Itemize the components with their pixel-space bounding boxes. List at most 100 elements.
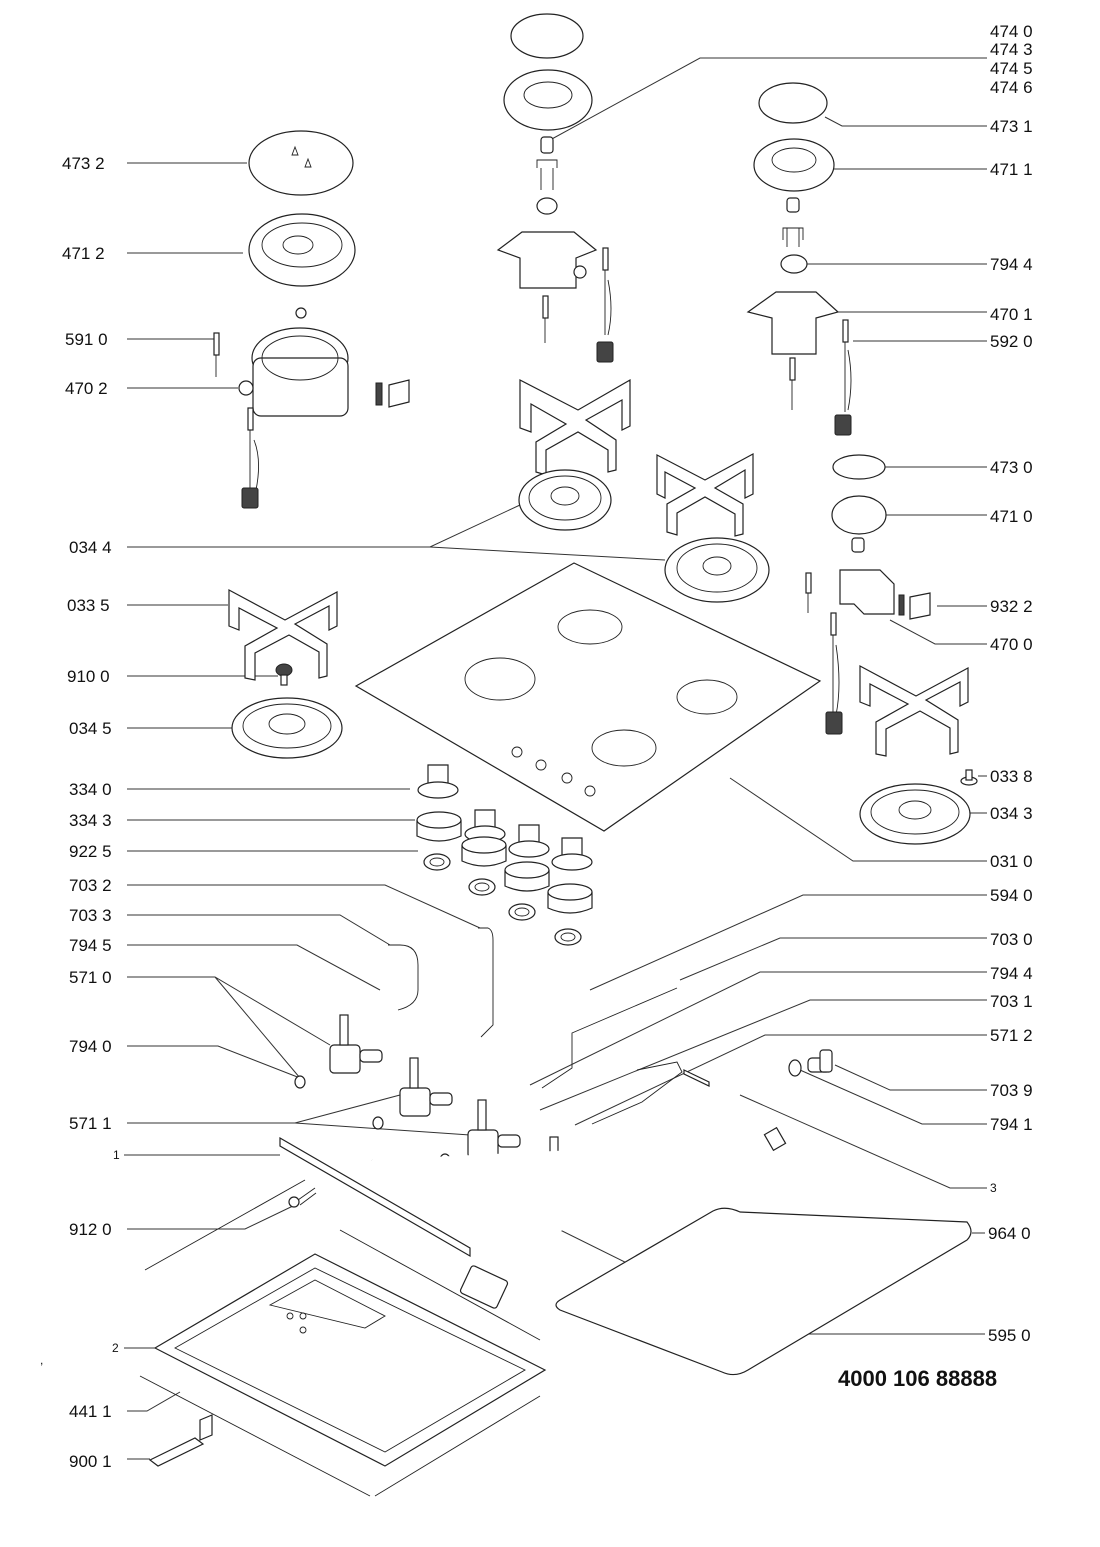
label-473-2[interactable]: 473 2 — [62, 154, 105, 173]
label-033-8[interactable]: 033 8 — [990, 767, 1033, 786]
label-703-0[interactable]: 703 0 — [990, 930, 1033, 949]
tray-034-4b — [664, 537, 770, 603]
knobs — [417, 764, 593, 871]
screw-912-0 — [288, 1187, 317, 1208]
leader-794-1 — [799, 1069, 987, 1125]
leader-441-1 — [127, 1391, 181, 1412]
label-591-0[interactable]: 591 0 — [65, 330, 108, 349]
label-033-5[interactable]: 033 5 — [67, 596, 110, 615]
seals — [423, 853, 582, 946]
bezels — [416, 811, 593, 914]
label-964-0[interactable]: 964 0 — [988, 1224, 1031, 1243]
label-594-0[interactable]: 594 0 — [990, 886, 1033, 905]
label-034-4[interactable]: 034 4 — [69, 538, 112, 557]
leader-474 — [549, 57, 987, 141]
gasket-964-0 — [555, 1207, 972, 1376]
label-703-9[interactable]: 703 9 — [990, 1081, 1033, 1100]
valve-2 — [399, 1057, 453, 1117]
bar-3 — [683, 1069, 710, 1087]
label-2[interactable]: 2 — [112, 1341, 119, 1355]
middle-burner-crown — [503, 69, 593, 131]
foot-033-8 — [960, 769, 978, 786]
leader-473-1 — [824, 116, 987, 127]
leader-594-0 — [589, 894, 987, 991]
spark-generator — [459, 1265, 509, 1309]
label-1[interactable]: 1 — [113, 1148, 120, 1162]
label-703-1[interactable]: 703 1 — [990, 992, 1033, 1011]
tray-034-4a — [518, 469, 612, 531]
label-595-0[interactable]: 595 0 — [988, 1326, 1031, 1345]
label-703-3[interactable]: 703 3 — [69, 906, 112, 925]
label-471-0[interactable]: 471 0 — [990, 507, 1033, 526]
label-334-3[interactable]: 334 3 — [69, 811, 112, 830]
tray-034-3 — [859, 783, 971, 845]
pan-support-left — [228, 588, 338, 681]
left-burner-cap — [248, 130, 354, 196]
label-441-1[interactable]: 441 1 — [69, 1402, 112, 1421]
leader-703-9 — [834, 1064, 987, 1091]
leader-031-0 — [729, 777, 987, 862]
leader-571-1 — [127, 1094, 471, 1136]
label-470-0[interactable]: 470 0 — [990, 635, 1033, 654]
label-031-0[interactable]: 031 0 — [990, 852, 1033, 871]
label-471-1[interactable]: 471 1 — [990, 160, 1033, 179]
rail-1 — [279, 1136, 471, 1258]
gas-manifold — [369, 1126, 787, 1243]
leader-571-2 — [574, 1034, 987, 1126]
middle-burner-cap — [510, 13, 584, 59]
label-474-6[interactable]: 474 6 — [990, 78, 1033, 97]
label-922-5[interactable]: 922 5 — [69, 842, 112, 861]
label-034-5[interactable]: 034 5 — [69, 719, 112, 738]
label-932-2[interactable]: 932 2 — [990, 597, 1033, 616]
label-3[interactable]: 3 — [990, 1181, 997, 1195]
leader-571-0 — [127, 976, 331, 1079]
small-burner — [805, 454, 931, 735]
label-571-0[interactable]: 571 0 — [69, 968, 112, 987]
elbow-703-9 — [807, 1049, 833, 1073]
label-912-0[interactable]: 912 0 — [69, 1220, 112, 1239]
label-474-0[interactable]: 474 0 — [990, 22, 1033, 41]
washer-794-1 — [788, 1059, 802, 1077]
right-burner-parts — [746, 197, 852, 436]
label-794-4a[interactable]: 794 4 — [990, 255, 1033, 274]
leader-3 — [739, 1094, 987, 1189]
label-794-4b[interactable]: 794 4 — [990, 964, 1033, 983]
label-473-0[interactable]: 473 0 — [990, 458, 1033, 477]
glass-cooktop — [354, 562, 822, 832]
label-592-0[interactable]: 592 0 — [990, 332, 1033, 351]
label-471-2[interactable]: 471 2 — [62, 244, 105, 263]
label-474-3[interactable]: 474 3 — [990, 40, 1033, 59]
label-794-0[interactable]: 794 0 — [69, 1037, 112, 1056]
label-334-0[interactable]: 334 0 — [69, 780, 112, 799]
leader-703-2 — [127, 884, 481, 929]
left-burner-crown — [248, 213, 356, 287]
bracket-900-1 — [148, 1414, 213, 1467]
label-034-3[interactable]: 034 3 — [990, 804, 1033, 823]
leader-794-4b — [529, 971, 987, 1086]
label-473-1[interactable]: 473 1 — [990, 117, 1033, 136]
left-burner-base — [238, 307, 410, 417]
label-571-2[interactable]: 571 2 — [990, 1026, 1033, 1045]
middle-burner-base — [496, 231, 614, 363]
label-910-0[interactable]: 910 0 — [67, 667, 110, 686]
label-900-1[interactable]: 900 1 — [69, 1452, 112, 1471]
leader-794-5 — [127, 944, 381, 991]
right-burner-crown — [753, 138, 835, 192]
leader-794-0 — [127, 1045, 301, 1079]
label-571-1[interactable]: 571 1 — [69, 1114, 112, 1133]
valve-3 — [467, 1099, 521, 1159]
pan-support-right-top — [656, 452, 754, 537]
gas-pipes — [388, 927, 683, 1125]
pan-support-middle — [519, 378, 631, 476]
right-burner-cap — [758, 82, 828, 124]
label-703-2[interactable]: 703 2 — [69, 876, 112, 895]
label-470-2[interactable]: 470 2 — [65, 379, 108, 398]
leader-912-0 — [127, 1204, 296, 1230]
label-794-1[interactable]: 794 1 — [990, 1115, 1033, 1134]
label-794-5[interactable]: 794 5 — [69, 936, 112, 955]
leader-703-0 — [679, 937, 987, 981]
label-474-5[interactable]: 474 5 — [990, 59, 1033, 78]
leader-703-1 — [539, 999, 987, 1111]
label-470-1[interactable]: 470 1 — [990, 305, 1033, 324]
